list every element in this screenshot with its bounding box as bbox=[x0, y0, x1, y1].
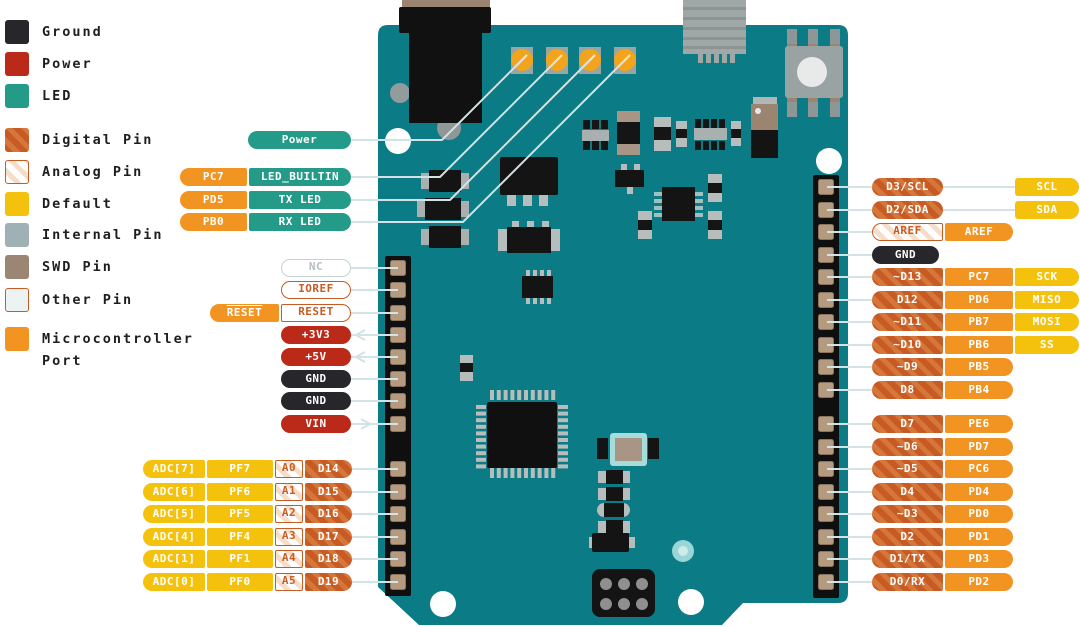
leader-lines bbox=[345, 59, 1015, 583]
circuit-board bbox=[378, 25, 848, 625]
